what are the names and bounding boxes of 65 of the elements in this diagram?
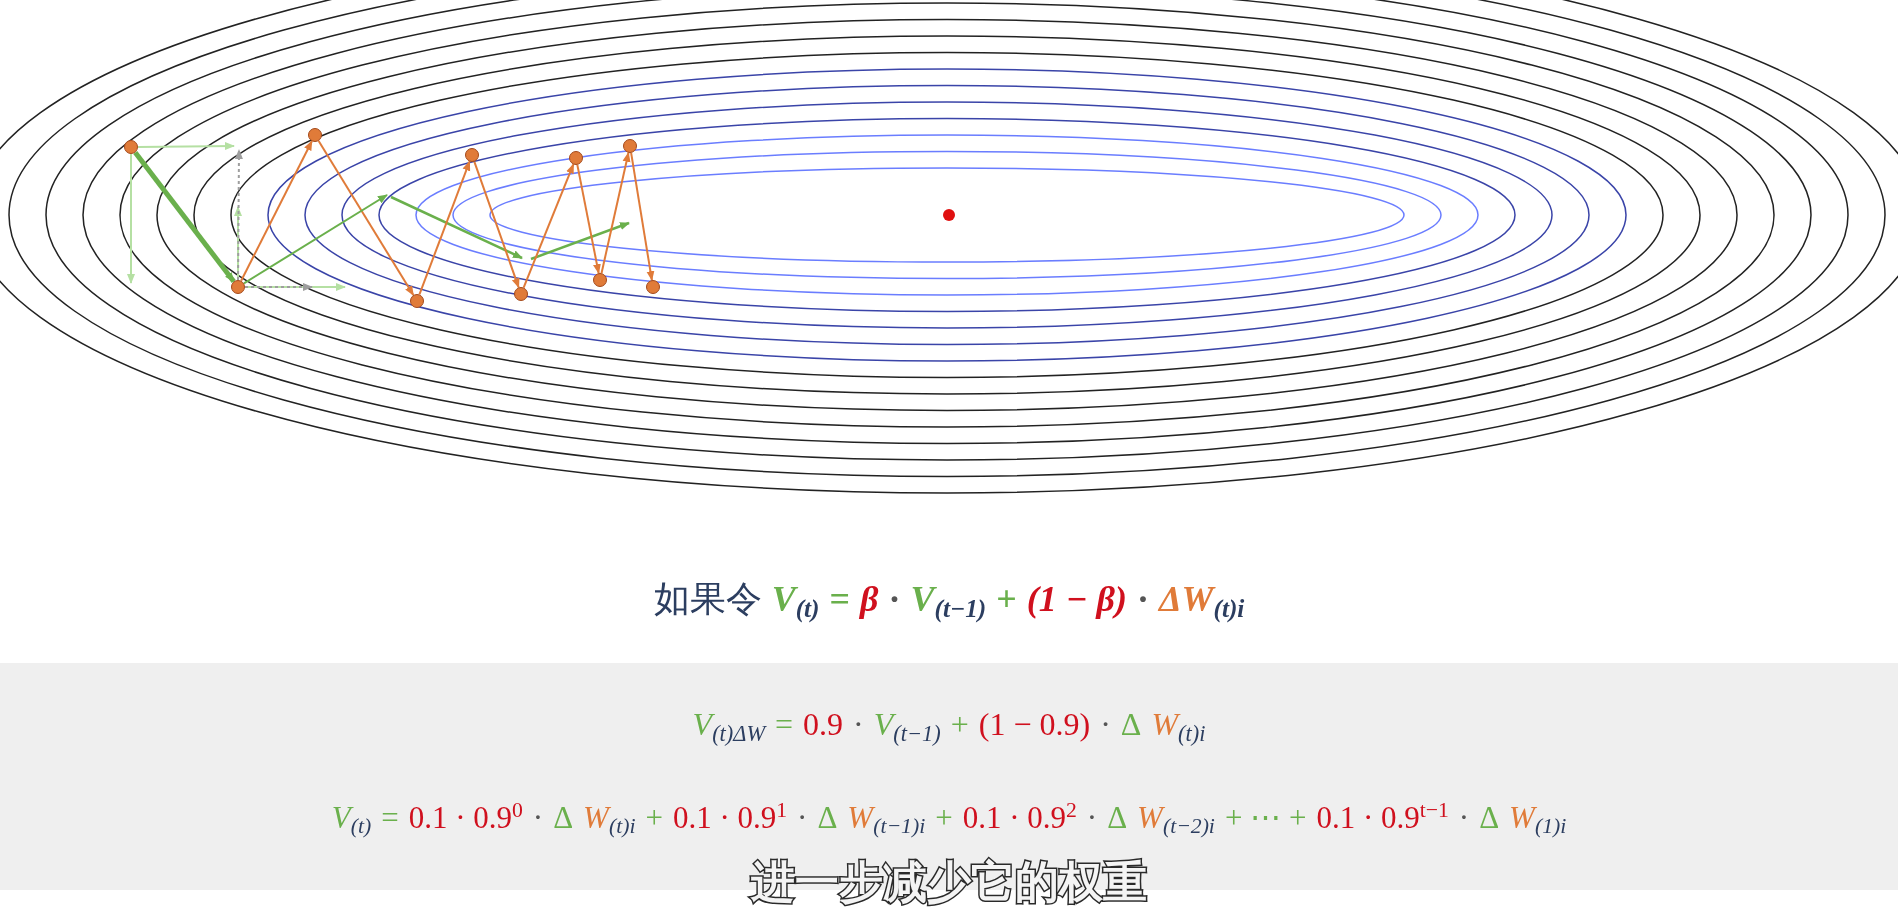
formula-term: + ⋯ + xyxy=(1224,799,1307,837)
formula-term: (1 − β) xyxy=(1026,578,1127,621)
formula-term: · xyxy=(797,799,808,837)
formula-term: W$_{(t)i}$ xyxy=(1151,705,1206,748)
point-marker xyxy=(514,287,528,301)
formula-term: · xyxy=(1136,578,1149,621)
arrow xyxy=(630,151,655,282)
formula-term: 0.1 · 0.9$^{0}$ xyxy=(408,797,523,837)
formula-term: W$_{(t−1)i}$ xyxy=(847,799,926,841)
formula-term: V$_{(t−1)}$ xyxy=(910,578,987,625)
formula-term: Δ xyxy=(1107,799,1128,837)
formula-term: V$_{(t−1)}$ xyxy=(873,705,941,748)
formula-term: + xyxy=(950,705,969,744)
formula-term: V$_{(t)ΔW}$ xyxy=(692,705,766,748)
arrow xyxy=(137,142,235,151)
formula-term: = xyxy=(775,705,794,744)
point-marker xyxy=(569,151,583,165)
formula-term: V$_{(t)}$ xyxy=(331,799,372,841)
formula-term: · xyxy=(853,705,864,744)
formula-term: W$_{(t−2)i}$ xyxy=(1137,799,1215,841)
point-marker xyxy=(465,148,479,162)
arrow xyxy=(600,151,631,275)
formula-term: · xyxy=(1458,799,1470,837)
arrow xyxy=(576,163,601,275)
formula-term: = xyxy=(829,578,850,621)
arrow xyxy=(418,160,471,296)
formula-term: Δ xyxy=(1479,799,1500,837)
point-marker xyxy=(646,280,660,294)
formula-term: · xyxy=(1100,705,1111,744)
arrow xyxy=(473,160,520,289)
formula-term: ΔW$_{(t)i}$ xyxy=(1158,578,1245,625)
formula-term: · xyxy=(888,578,901,621)
formula-term: β xyxy=(860,578,879,621)
arrow xyxy=(522,163,575,289)
point-marker xyxy=(231,280,245,294)
formula-term: W$_{(1)i}$ xyxy=(1509,799,1567,841)
formula-term: 0.1 · 0.9$^{1}$ xyxy=(672,797,788,837)
arrow xyxy=(317,139,415,297)
formula-term: 0.1 · 0.9$^{2}$ xyxy=(962,797,1077,837)
formula-term: (1 − 0.9) xyxy=(978,705,1091,744)
formula-term: Δ xyxy=(553,799,574,837)
arrow xyxy=(127,153,135,284)
point-marker xyxy=(410,294,424,308)
point-marker xyxy=(623,139,637,153)
arrow xyxy=(133,151,236,283)
formula-term: · xyxy=(532,799,544,837)
point-marker xyxy=(593,273,607,287)
formula-term: 0.1 · 0.9$^{t−1}$ xyxy=(1316,797,1449,837)
point-marker xyxy=(124,140,138,154)
formula-term: V$_{(t)}$ xyxy=(771,578,820,625)
formula-term: 如果令 xyxy=(653,577,762,621)
formula-term: W$_{(t)i}$ xyxy=(583,799,636,841)
formula-term: + xyxy=(935,799,953,837)
formula-term: + xyxy=(645,799,663,837)
formula-term: 0.9 xyxy=(803,705,844,744)
formula-term: · xyxy=(1086,799,1098,837)
point-marker xyxy=(308,128,322,142)
formula-term: = xyxy=(381,799,399,837)
arrow xyxy=(240,140,313,282)
arrow xyxy=(234,149,243,281)
formula-term: + xyxy=(996,578,1017,621)
arrow xyxy=(244,283,313,291)
formula-term: Δ xyxy=(817,799,838,837)
arrow xyxy=(242,194,388,285)
formula-term: Δ xyxy=(1120,705,1142,744)
